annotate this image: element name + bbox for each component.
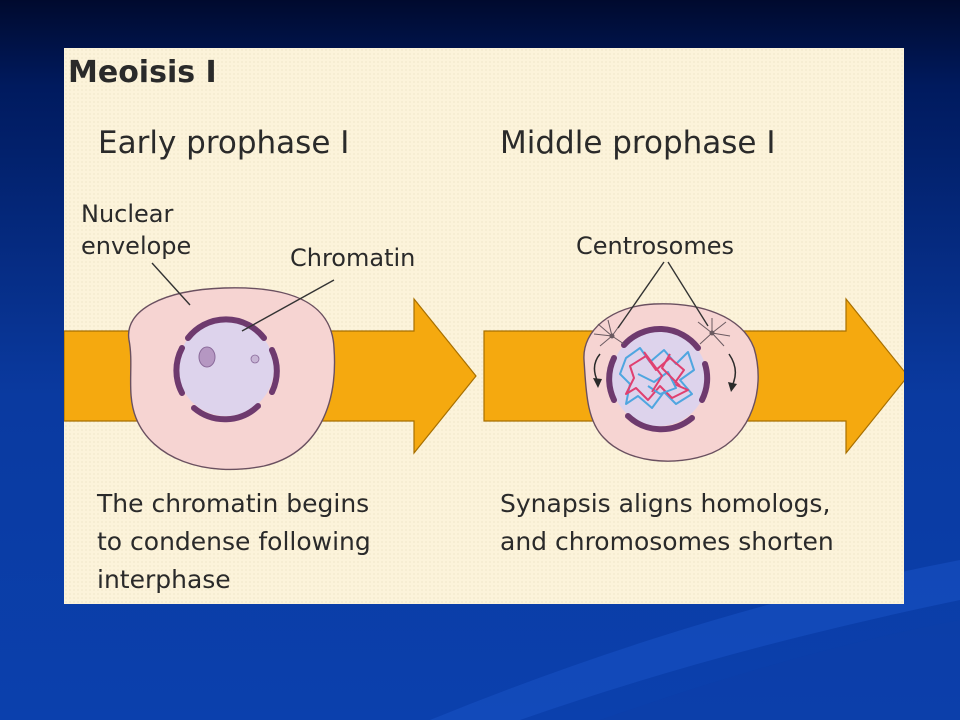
svg-text:The chromatin begins: The chromatin begins (96, 489, 369, 518)
stage-heading-middle-prophase: Middle prophase I (500, 125, 776, 161)
caption-middle-prophase: Synapsis aligns homologs, and chromosome… (500, 489, 834, 556)
early-prophase-cell (127, 287, 336, 471)
label-nuclear-envelope-line2: envelope (81, 232, 191, 260)
diagram-panel: Meoisis I Early prophase I Middle propha… (64, 48, 904, 604)
leader-chromatin (241, 279, 335, 332)
nuclear-envelope-fragments (173, 316, 280, 423)
label-nuclear-envelope-line1: Nuclear (81, 200, 174, 228)
caption-early-prophase: The chromatin begins to condense followi… (96, 489, 371, 594)
svg-text:Synapsis aligns homologs,: Synapsis aligns homologs, (500, 489, 830, 518)
label-centrosomes: Centrosomes (576, 232, 734, 260)
centrosome-left (593, 319, 625, 347)
diagram-title: Meoisis I (68, 55, 217, 90)
middle-prophase-cell (583, 303, 759, 462)
meiosis-diagram: Meoisis I Early prophase I Middle propha… (64, 55, 904, 594)
svg-text:interphase: interphase (97, 565, 231, 594)
leader-centrosome-right (667, 261, 709, 327)
svg-text:to condense following: to condense following (97, 527, 371, 556)
nucleus (178, 320, 274, 416)
leader-nuclear-envelope (151, 262, 191, 306)
nucleolus (198, 346, 216, 368)
centrosome-right (697, 318, 731, 347)
label-chromatin: Chromatin (290, 244, 415, 272)
svg-text:and chromosomes shorten: and chromosomes shorten (500, 527, 834, 556)
leader-centrosome-left (617, 261, 665, 329)
stage-heading-early-prophase: Early prophase I (98, 125, 349, 161)
nuclear-envelope-fragments (606, 326, 711, 433)
condensing-chromosomes (619, 347, 695, 409)
